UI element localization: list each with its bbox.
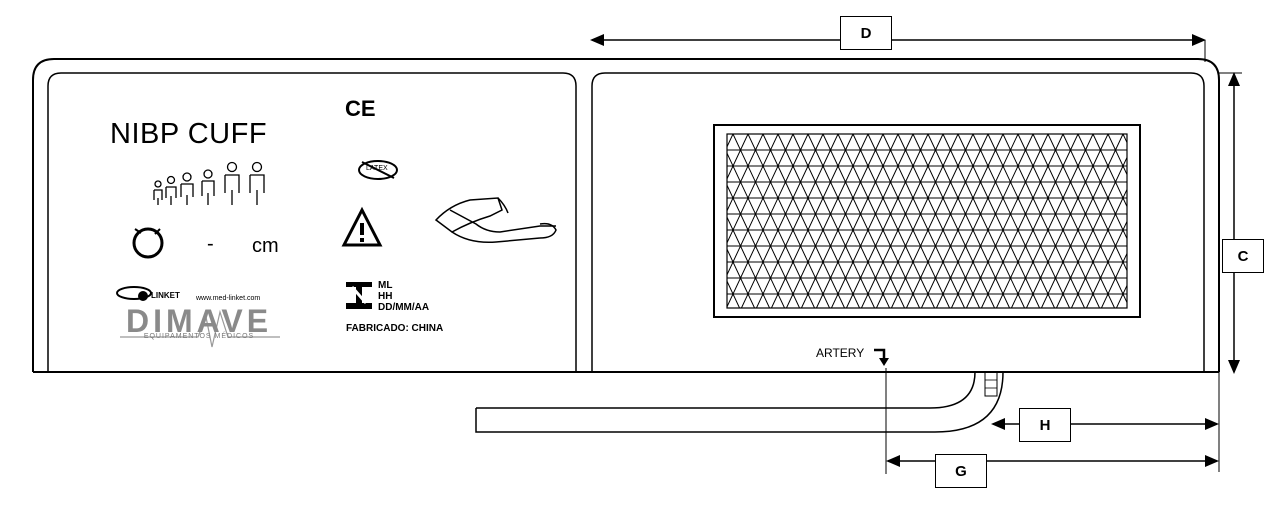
hook-loop-pattern xyxy=(727,134,1127,308)
latex-label: LATEX xyxy=(366,165,388,172)
bladder-panel xyxy=(591,72,1205,372)
product-title: NIBP CUFF xyxy=(110,118,268,150)
linket-label: LINKET xyxy=(151,291,180,300)
lot-hh: HH xyxy=(378,291,393,302)
url-label: www.med-linket.com xyxy=(196,295,261,302)
mesh-lines xyxy=(727,134,1127,308)
dimension-h-label: H xyxy=(1019,408,1071,442)
label-panel xyxy=(47,72,577,372)
size-dash: - xyxy=(207,233,214,255)
hook-loop-outer xyxy=(713,124,1141,318)
cuff-outline xyxy=(32,58,1220,372)
patient-size-icon xyxy=(153,161,265,205)
latex-free-icon xyxy=(358,160,398,180)
warning-icon xyxy=(341,206,383,247)
dimave-wave-icon xyxy=(120,309,280,348)
dimension-c-label: C xyxy=(1222,239,1264,273)
manufacturer-icon xyxy=(346,282,372,309)
size-unit: cm xyxy=(252,235,279,257)
brand-subtitle: EQUIPAMENTOS MÉDICOS xyxy=(143,333,255,340)
lot-date: DD/MM/AA xyxy=(378,302,430,313)
dimension-d-label: D xyxy=(840,16,892,50)
arm-cuff-icon xyxy=(434,197,557,244)
dimension-g-label: G xyxy=(935,454,987,488)
ce-mark: CE xyxy=(345,96,376,121)
tube-connector xyxy=(984,371,998,397)
made-in-label: FABRICADO: CHINA xyxy=(346,323,444,334)
artery-label: ARTERY xyxy=(816,346,865,360)
air-tube xyxy=(475,371,1004,433)
lot-ml: ML xyxy=(378,280,393,291)
artery-arrow xyxy=(874,348,886,360)
circumference-icon xyxy=(132,227,164,259)
brand-name: DIMAVE xyxy=(125,303,273,339)
linket-logo-icon xyxy=(116,286,152,301)
